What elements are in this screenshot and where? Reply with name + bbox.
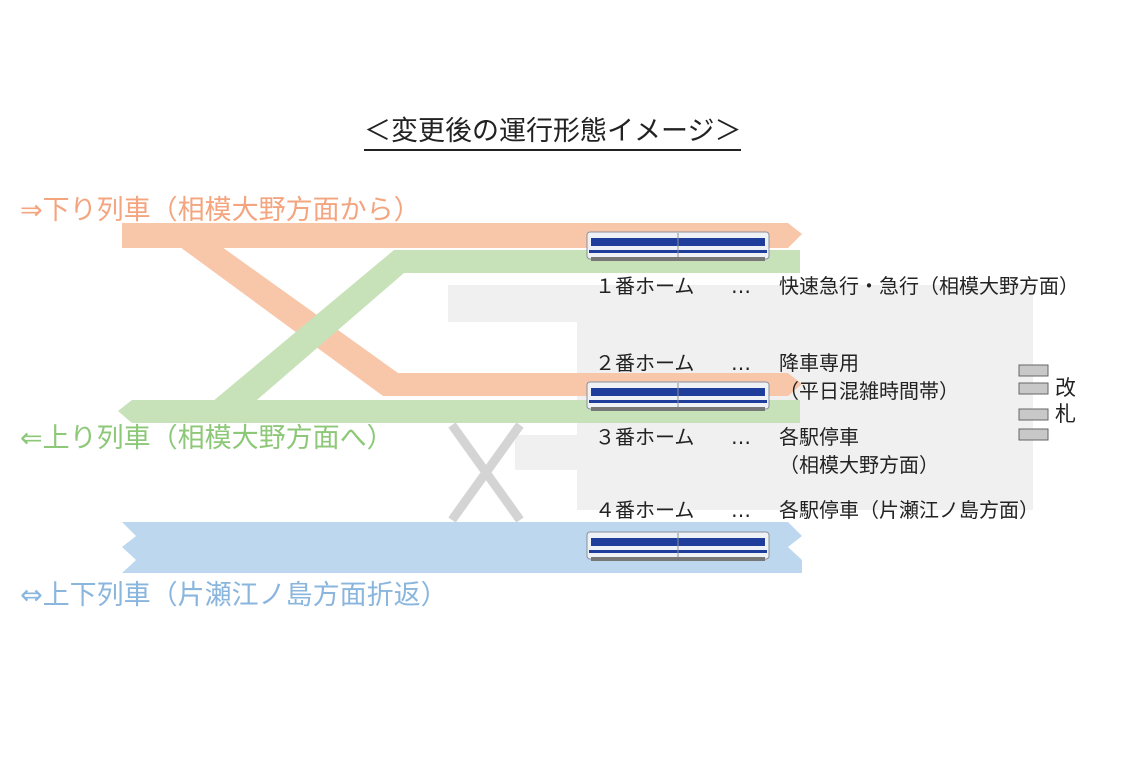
- platform-2-desc-sub: （平日混雑時間帯）: [779, 379, 959, 403]
- train-icon: [586, 531, 770, 561]
- platform-3-separator: …: [731, 425, 751, 449]
- platform-3-name: ３番ホーム: [595, 425, 695, 449]
- ticket-gate-bar: [1018, 382, 1049, 395]
- train-icon: [586, 381, 770, 411]
- platform-3-desc-sub: （相模大野方面）: [779, 453, 939, 477]
- platform-3-desc: 各駅停車: [779, 425, 859, 449]
- ticket-gate-bar: [1018, 364, 1049, 377]
- platform-2-name: ２番ホーム: [595, 351, 695, 375]
- platform-4-desc: 各駅停車（片瀬江ノ島方面）: [779, 498, 1039, 522]
- down-track-diverge: [180, 247, 802, 396]
- route-label-both: ⇔上下列車（片瀬江ノ島方面折返）: [20, 580, 448, 611]
- ticket-gate-label-2: 札: [1055, 402, 1076, 426]
- ticket-gate-bar: [1018, 408, 1049, 421]
- up-track-diverge: [200, 250, 800, 412]
- train-icon: [586, 231, 770, 261]
- platform-1-desc: 快速急行・急行（相模大野方面）: [779, 274, 1079, 298]
- ticket-gate-bar: [1018, 428, 1049, 441]
- crossover-track: [448, 422, 524, 523]
- platform-4-separator: …: [731, 498, 751, 522]
- platform-2-separator: …: [731, 351, 751, 375]
- platform-1-separator: …: [731, 274, 751, 298]
- platform-2-desc: 降車専用: [779, 351, 859, 375]
- route-label-up: ⇐上り列車（相模大野方面へ）: [20, 423, 394, 454]
- diagram-title: ＜変更後の運行形態イメージ＞: [364, 118, 742, 151]
- platform-1-name: １番ホーム: [595, 274, 695, 298]
- ticket-gate-label-1: 改: [1055, 376, 1076, 400]
- platform-4-name: ４番ホーム: [595, 498, 695, 522]
- route-label-down: ⇒下り列車（相模大野方面から）: [20, 195, 421, 226]
